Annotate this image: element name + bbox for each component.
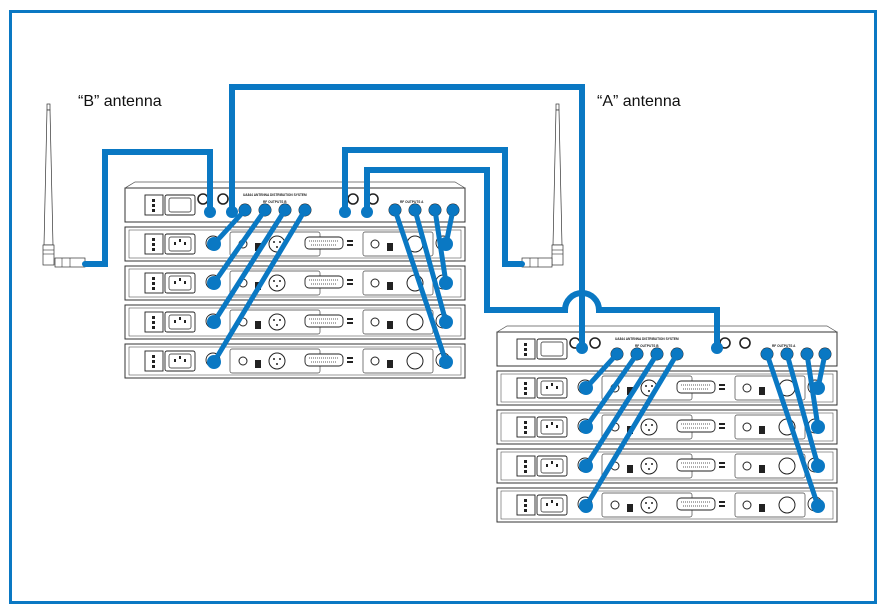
receiver-unit	[124, 343, 466, 379]
receiver-unit	[496, 448, 838, 484]
cable-rf-b3	[211, 207, 288, 325]
receiver-unit	[124, 226, 466, 262]
cable-rf-a1	[764, 351, 821, 509]
cable-rf-b2	[211, 207, 268, 286]
right-stack: UA844 ANTENNA DISTRIBUTION SYSTEM RF OUT…	[496, 325, 838, 523]
cable-cascade-b	[229, 84, 585, 348]
rf-cables-left	[211, 207, 456, 365]
cable-cascade-a	[364, 167, 720, 348]
cable-rf-a1	[392, 207, 449, 365]
rf-outputs-b-label: RF OUTPUTS B	[263, 200, 287, 204]
cable-rf-b4	[211, 207, 308, 365]
rf-outputs-b-label: RF OUTPUTS B	[635, 344, 659, 348]
rf-jacks-right	[576, 342, 831, 513]
cable-antenna-a	[342, 147, 525, 267]
left-stack: UA844 ANTENNA DISTRIBUTION SYSTEM RF OUT…	[124, 181, 466, 379]
diagram-frame	[9, 10, 877, 604]
distribution-unit: UA844 ANTENNA DISTRIBUTION SYSTEM RF OUT…	[124, 181, 466, 223]
cables	[82, 84, 720, 348]
receiver-unit	[496, 370, 838, 406]
receiver-unit	[124, 304, 466, 340]
unit-title: UA844 ANTENNA DISTRIBUTION SYSTEM	[243, 193, 307, 197]
cable-rf-b2	[583, 351, 640, 430]
cable-rf-a2	[412, 207, 449, 325]
antenna-a-label: “A” antenna	[597, 93, 681, 110]
cable-rf-b1	[583, 351, 620, 391]
antenna-b-label: “B” antenna	[78, 93, 162, 110]
distribution-unit: UA844 ANTENNA DISTRIBUTION SYSTEM RF OUT…	[496, 325, 838, 367]
cable-rf-b3	[583, 351, 660, 469]
cable-rf-b1	[211, 207, 248, 247]
cable-rf-b4	[583, 351, 680, 509]
cable-rf-a2	[784, 351, 821, 469]
antenna-b-icon	[42, 103, 86, 268]
antenna-a-icon	[521, 103, 564, 268]
rf-jacks-left	[204, 204, 459, 369]
receiver-unit	[496, 487, 838, 523]
cable-antenna-b	[82, 149, 213, 267]
rf-outputs-a-label: RF OUTPUTS A	[400, 200, 424, 204]
unit-title: UA844 ANTENNA DISTRIBUTION SYSTEM	[615, 337, 679, 341]
rf-outputs-a-label: RF OUTPUTS A	[772, 344, 796, 348]
